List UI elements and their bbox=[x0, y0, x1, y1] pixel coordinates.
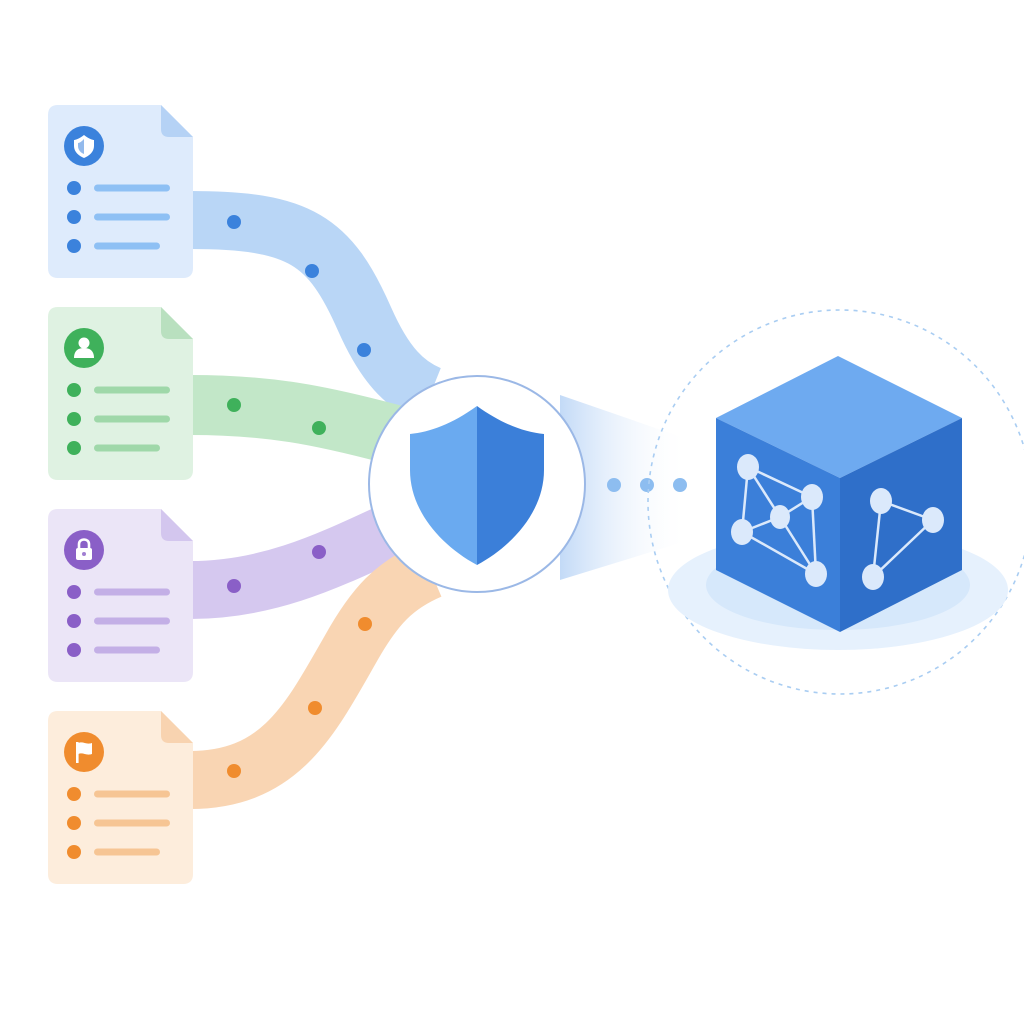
list-line bbox=[94, 819, 170, 827]
output-beam bbox=[560, 395, 690, 580]
stream-dot bbox=[227, 579, 241, 593]
list-bullet bbox=[67, 383, 81, 397]
stream-doc-3 bbox=[189, 503, 408, 619]
connector-dot bbox=[673, 478, 687, 492]
stream-doc-4 bbox=[189, 543, 443, 809]
stream-doc-1 bbox=[189, 191, 442, 422]
lock-icon bbox=[64, 530, 104, 570]
list-line bbox=[94, 184, 170, 192]
document-card-3 bbox=[48, 509, 193, 682]
document-fold bbox=[161, 105, 193, 137]
list-bullet bbox=[67, 643, 81, 657]
list-line bbox=[94, 386, 170, 394]
document-fold bbox=[161, 509, 193, 541]
document-card-4 bbox=[48, 711, 193, 884]
stream-dot bbox=[227, 398, 241, 412]
cube-top-face bbox=[716, 356, 962, 478]
list-line bbox=[94, 242, 160, 250]
list-line bbox=[94, 617, 170, 625]
connector-dot bbox=[607, 478, 621, 492]
network-nodes bbox=[731, 454, 944, 590]
list-bullet bbox=[67, 239, 81, 253]
data-streams bbox=[189, 191, 443, 809]
stream-dot bbox=[312, 545, 326, 559]
list-line bbox=[94, 646, 160, 654]
network-cube bbox=[716, 356, 962, 632]
security-hub bbox=[368, 375, 586, 593]
stream-dot bbox=[227, 215, 241, 229]
connector-dot bbox=[640, 478, 654, 492]
document-fold bbox=[161, 307, 193, 339]
list-line bbox=[94, 415, 170, 423]
list-line bbox=[94, 213, 170, 221]
list-bullet bbox=[67, 441, 81, 455]
stream-dot bbox=[227, 764, 241, 778]
stream-dot bbox=[312, 421, 326, 435]
flag-icon bbox=[64, 732, 104, 772]
document-fold bbox=[161, 711, 193, 743]
shield-icon bbox=[410, 406, 544, 565]
list-bullet bbox=[67, 787, 81, 801]
list-line bbox=[94, 588, 170, 596]
stream-dot bbox=[357, 343, 371, 357]
user-icon bbox=[64, 328, 104, 368]
list-bullet bbox=[67, 181, 81, 195]
list-bullet bbox=[67, 614, 81, 628]
connector-dots bbox=[607, 478, 687, 492]
knowledge-base bbox=[647, 309, 1024, 695]
document-card-1 bbox=[48, 105, 193, 278]
list-bullet bbox=[67, 845, 81, 859]
document-card-2 bbox=[48, 307, 193, 480]
list-bullet bbox=[67, 412, 81, 426]
list-bullet bbox=[67, 585, 81, 599]
stream-doc-2 bbox=[189, 375, 403, 464]
list-line bbox=[94, 444, 160, 452]
list-line bbox=[94, 790, 170, 798]
stream-dot bbox=[358, 617, 372, 631]
stream-dot bbox=[308, 701, 322, 715]
stream-dot bbox=[305, 264, 319, 278]
list-bullet bbox=[67, 816, 81, 830]
list-line bbox=[94, 848, 160, 856]
shield-icon bbox=[64, 126, 104, 166]
list-bullet bbox=[67, 210, 81, 224]
